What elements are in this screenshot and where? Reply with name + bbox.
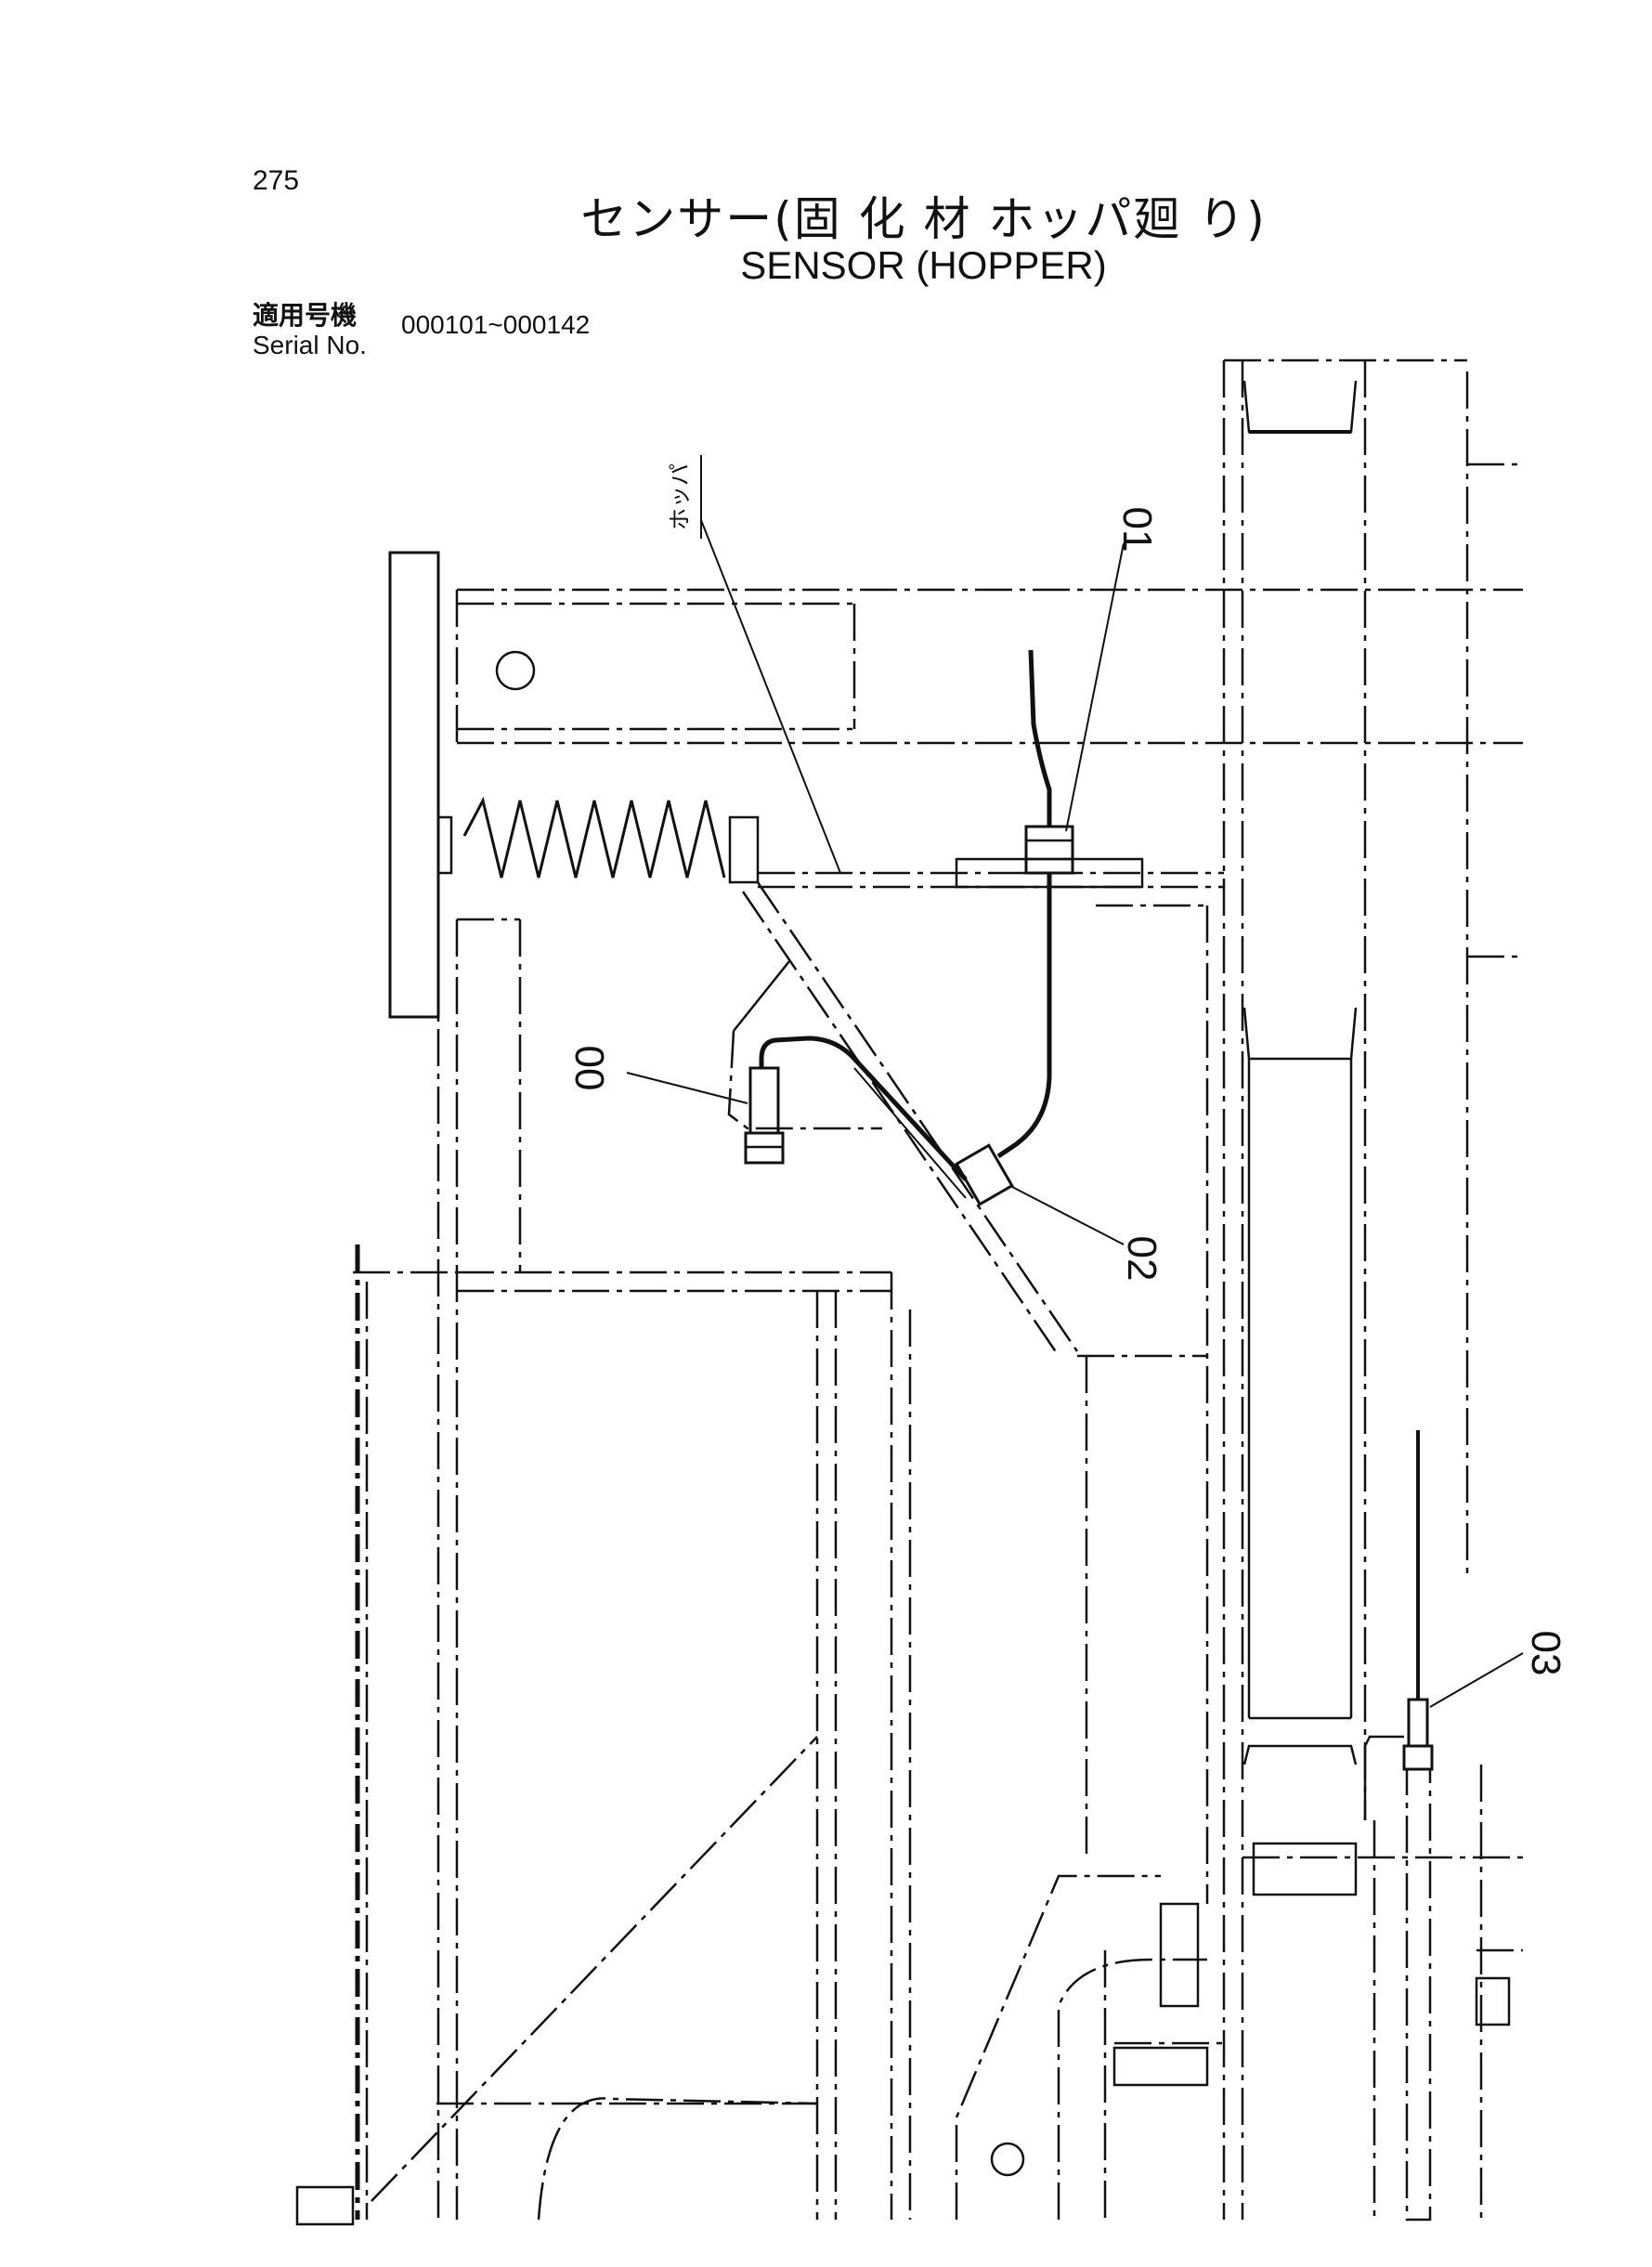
top-channel: [1242, 380, 1358, 1765]
sensor-00: [744, 1066, 785, 1165]
right-main-beam: [1222, 358, 1523, 2220]
bracket-outline: [727, 1030, 882, 1130]
bolt-stack: [1159, 1902, 1200, 2008]
right-bolt: [1475, 1976, 1511, 2026]
lower-structure: [371, 1736, 1523, 2221]
spring-seat-right: [728, 815, 760, 884]
page-title-en: SENSOR (HOPPER): [740, 243, 1107, 287]
sensor-02: [996, 649, 1074, 1159]
leader-lines: [626, 519, 1524, 1708]
serial-range: 000101~000142: [401, 310, 591, 339]
pin-hole-upper: [495, 650, 536, 691]
spring-seat-left: [436, 815, 453, 875]
sensor-01: [759, 1036, 1014, 1206]
part-label-02: 01: [1114, 507, 1160, 553]
page-title-jp: センサー(固 化 材 ホッパ廻 り): [580, 192, 1267, 246]
left-frame-lines: [353, 799, 912, 2220]
pin-hole-lower: [990, 2142, 1025, 2177]
serial-label-jp: 適用号機: [253, 300, 358, 331]
left-flange-plate: [388, 551, 440, 1019]
sensor-03: [1363, 1430, 1434, 2221]
serial-label-en: Serial No.: [253, 331, 367, 359]
lower-block: [1252, 1842, 1358, 1896]
page-number: 275: [253, 165, 300, 196]
bracket-line: [733, 960, 790, 1032]
part-label-01: 02: [1119, 1236, 1164, 1282]
part-label-00: 00: [566, 1046, 612, 1091]
hopper-annotation: ホッパ: [668, 463, 693, 530]
upper-horizontal-beam: [455, 588, 1523, 745]
hopper-plate: [741, 871, 1224, 1904]
left-pin: [295, 2185, 355, 2226]
bolt-plate: [1112, 2046, 1209, 2087]
part-label-03: 03: [1523, 1631, 1568, 1676]
spring: [462, 796, 726, 879]
